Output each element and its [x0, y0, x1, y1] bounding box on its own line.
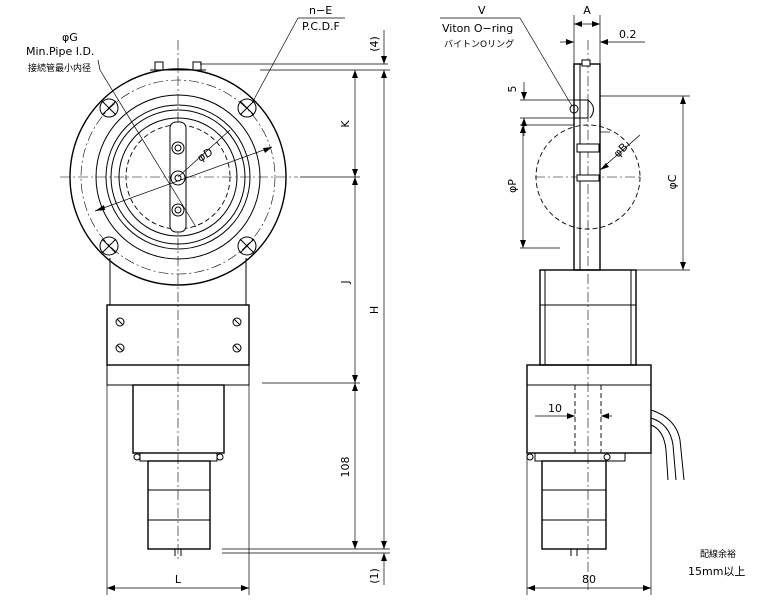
bolt-hole: [99, 236, 119, 256]
dim-5: 5: [506, 86, 519, 93]
motor-can: [147, 460, 211, 550]
disk-swing-circle: [535, 124, 641, 230]
label-cable-jp: 配線余裕: [700, 548, 736, 560]
flange-outline: [69, 68, 287, 286]
screw: [115, 343, 125, 353]
label-phi-c: φC: [666, 174, 679, 189]
dim-l: L: [175, 573, 182, 586]
motor-housing: [132, 384, 225, 454]
label-min-pipe-jp: 接続管最小内径: [28, 62, 91, 74]
bolt-hole: [237, 236, 257, 256]
dim-a: A: [583, 4, 591, 17]
bolt-hole: [237, 98, 257, 118]
label-pcdf: P.C.D.F: [302, 20, 340, 33]
label-phi-d: φD: [195, 145, 215, 164]
dim-80: 80: [582, 573, 596, 586]
dim-1: (1): [368, 568, 381, 584]
label-viton: Viton O−ring: [442, 22, 513, 35]
dim-0-2: 0.2: [619, 28, 637, 41]
screw: [115, 317, 125, 327]
label-v: V: [478, 4, 486, 17]
label-phi-p: φP: [506, 179, 519, 193]
side-view: [440, 15, 690, 595]
bolt-hole: [99, 98, 119, 118]
front-view: [60, 17, 390, 595]
flange-side: [573, 63, 601, 271]
motor-can-side: [541, 460, 607, 550]
dim-108: 108: [339, 457, 352, 478]
dim-10: 10: [548, 402, 562, 415]
screw: [232, 343, 242, 353]
actuator-lower: [526, 364, 652, 454]
screw: [232, 317, 242, 327]
label-min-pipe: Min.Pipe I.D.: [26, 45, 94, 58]
label-n-e: n−E: [309, 4, 332, 17]
dim-j: J: [339, 280, 352, 284]
label-phi-g: φG: [62, 31, 78, 44]
dim-h: H: [368, 306, 381, 314]
label-viton-jp: バイトンOリング: [444, 38, 514, 50]
label-cable-len: 15mm以上: [688, 565, 745, 578]
dim-4: (4): [368, 36, 381, 52]
dim-k: K: [339, 120, 352, 128]
